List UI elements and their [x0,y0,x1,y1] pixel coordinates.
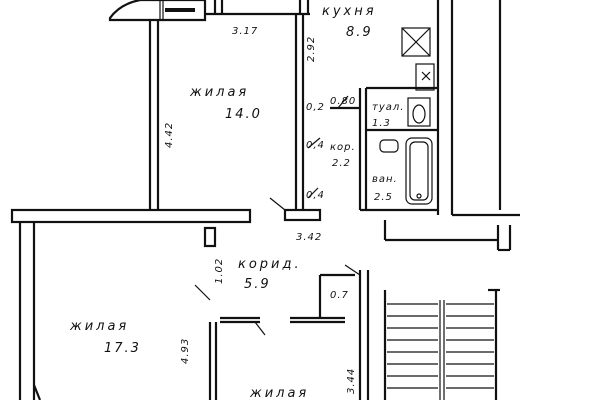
dimension-labels: 3.17 2.92 4.42 0.80 0,2 0,4 0,4 3.42 1.0… [164,26,357,394]
room-area-living-2: 17.3 [104,341,141,356]
sink-icon [415,63,435,91]
room-area-kitchen: 8.9 [346,25,373,40]
stove-icon [401,27,431,57]
room-name-bath: ван. [372,174,398,185]
dim-4-93: 4.93 [180,338,191,364]
bathtub-icon [405,137,433,205]
dim-0-4-a: 0,4 [306,140,325,151]
room-name-kitchen: кухня [322,4,377,19]
dim-3-17: 3.17 [232,26,258,37]
room-area-toilet: 1.3 [372,118,391,129]
dim-0-80: 0.80 [330,96,356,107]
partition-walls [203,14,438,400]
washbasin-icon [379,139,399,153]
dim-0-2: 0,2 [306,102,325,113]
doors [194,95,361,336]
stair-treads [387,303,494,389]
dim-0-4-b: 0,4 [306,190,325,201]
room-area-living-1: 14.0 [225,107,262,122]
dim-3-44: 3.44 [346,368,357,394]
dim-4-42: 4.42 [164,122,175,148]
dim-1-02: 1.02 [214,258,225,284]
room-name-living-3: жилая [249,386,309,400]
outer-walls [10,0,520,400]
room-area-corridor: 5.9 [244,277,271,292]
dim-2-92: 2.92 [306,36,317,62]
balcony-top [108,0,207,22]
room-name-living-1: жилая [189,85,249,100]
staircase-icon [383,288,500,400]
toilet-icon [407,97,431,127]
room-name-living-2: жилая [69,319,129,334]
room-name-hall: кор. [330,142,356,153]
room-labels: кухня 8.9 жилая 14.0 туал. 1.3 кор. 2.2 … [69,4,404,400]
room-name-toilet: туал. [372,102,404,113]
dim-3-42: 3.42 [296,232,322,243]
room-area-hall: 2.2 [332,158,351,169]
room-name-corridor: корид. [238,257,302,272]
room-area-bath: 2.5 [374,192,393,203]
dim-0-7: 0.7 [330,290,349,301]
